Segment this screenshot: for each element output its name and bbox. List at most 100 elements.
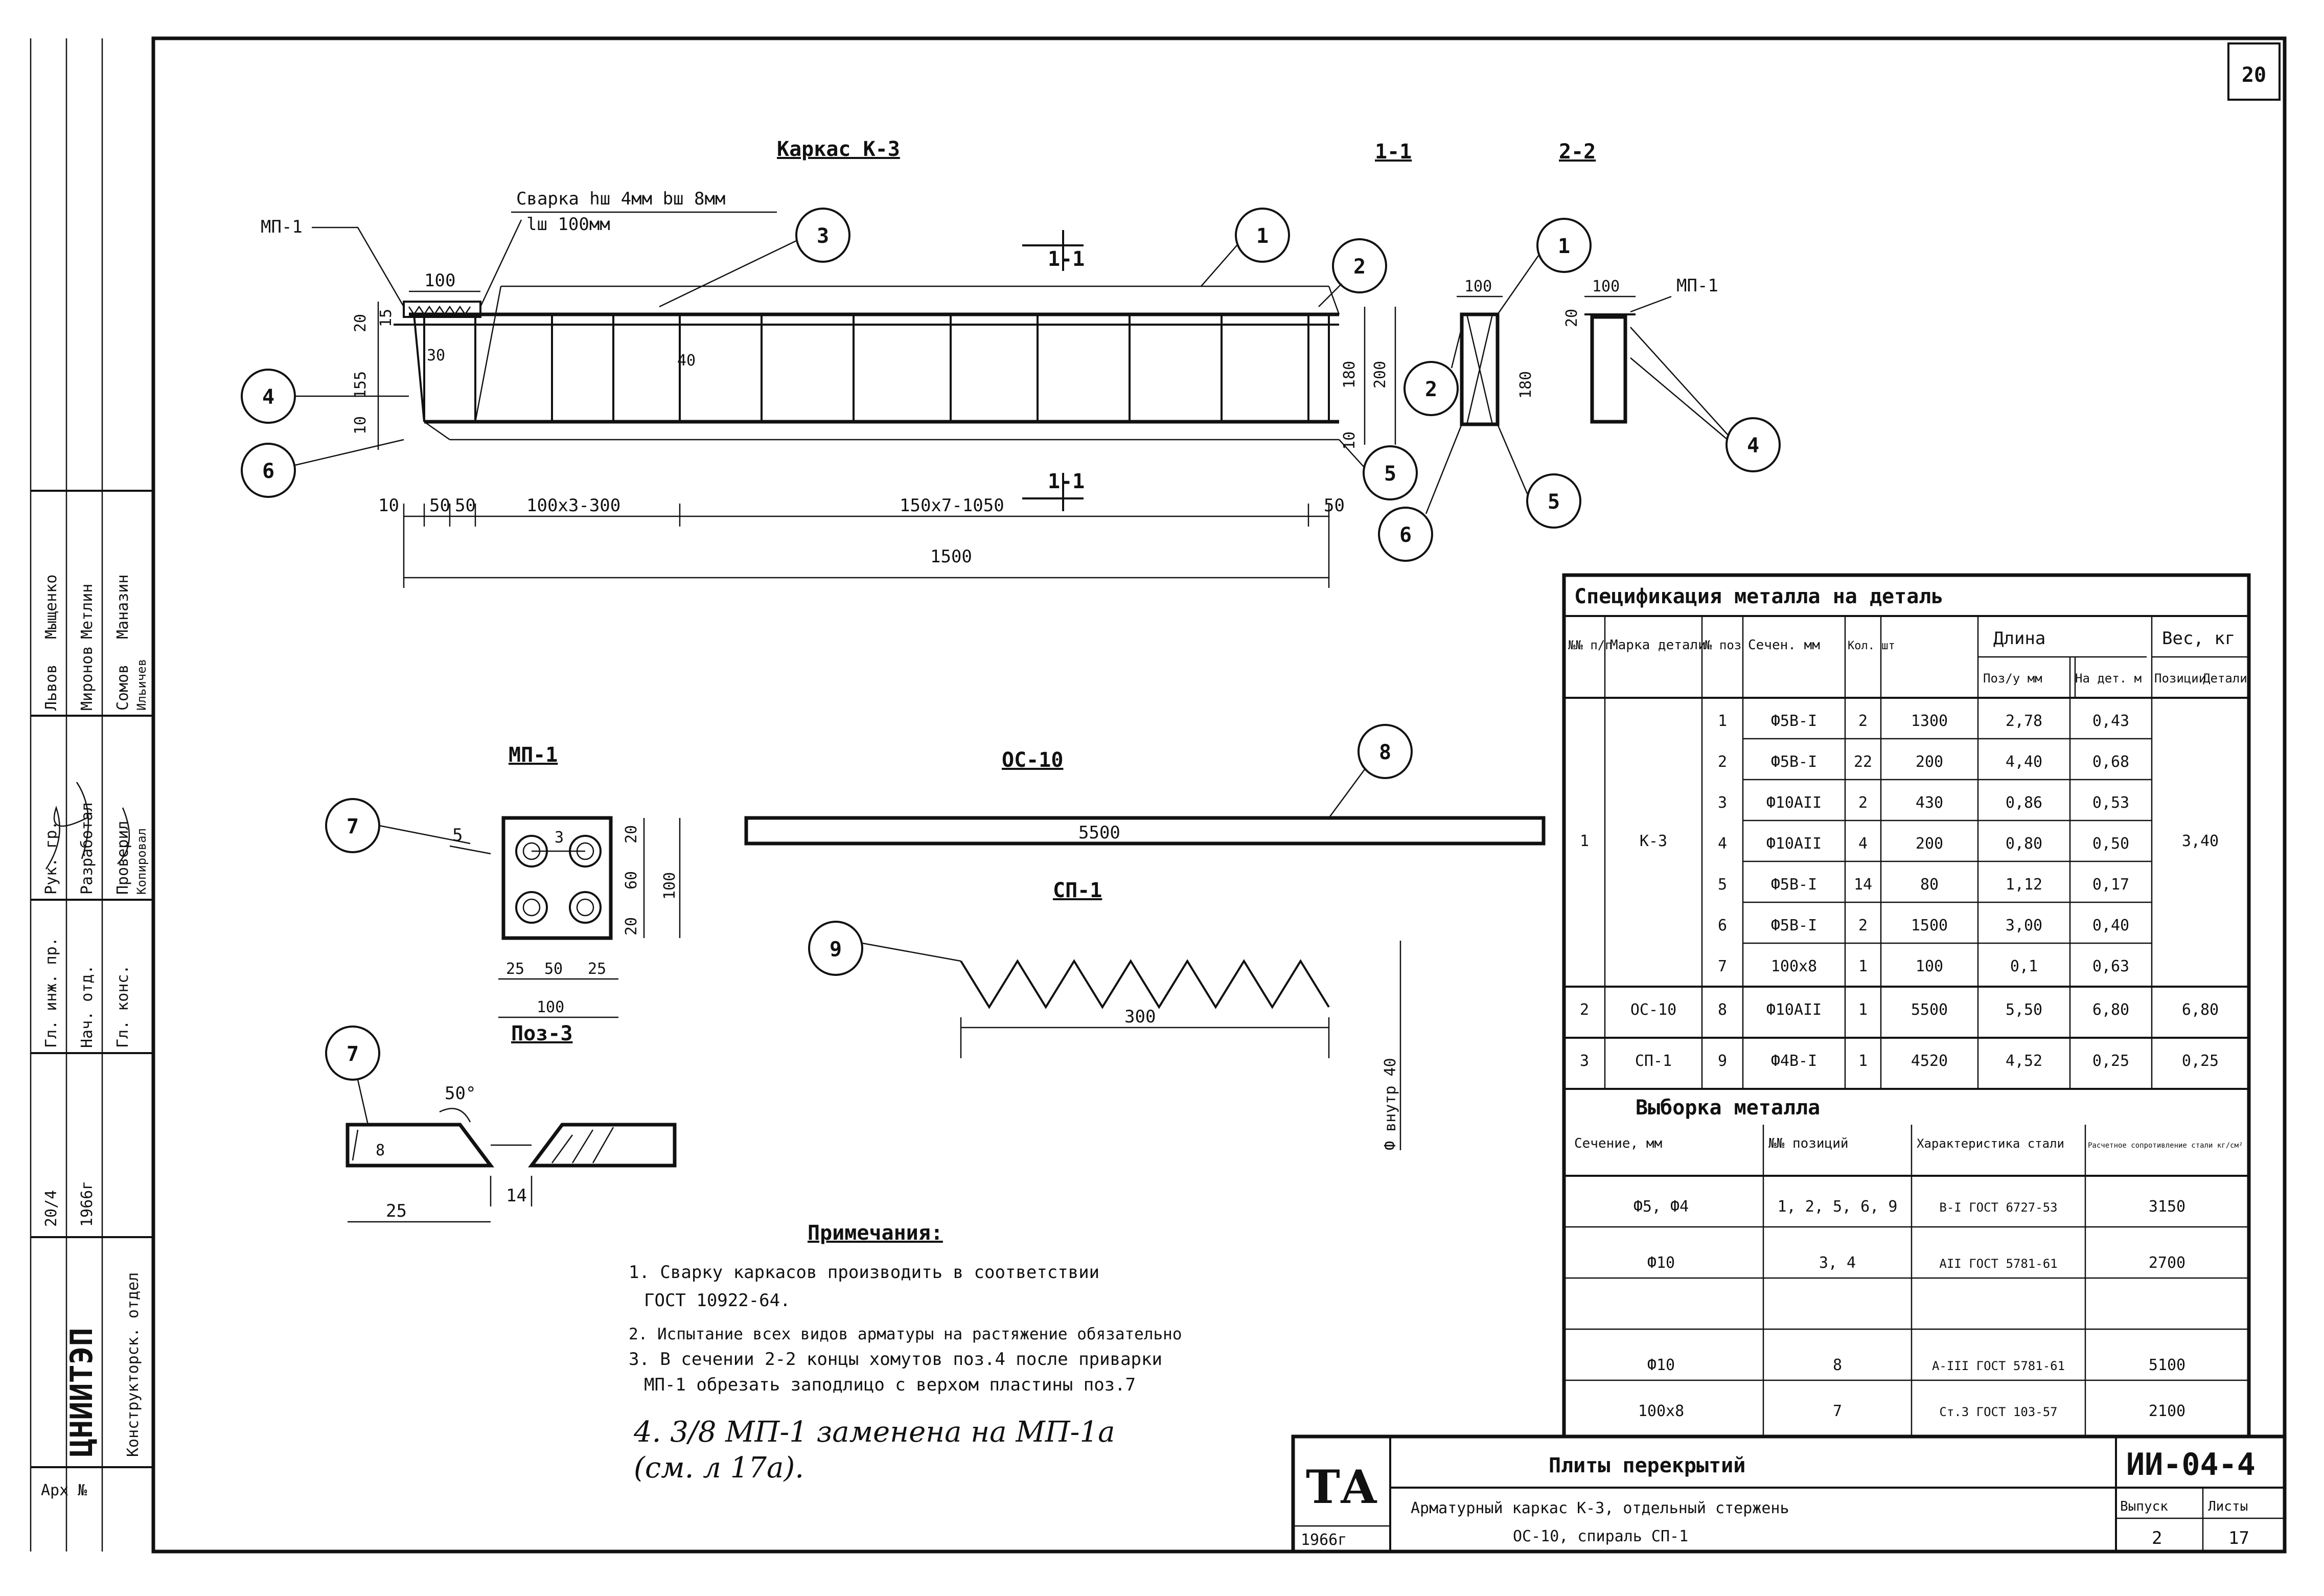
spec-group-num: 2 [1580, 1001, 1589, 1019]
sidebar-name-2: Миронов [78, 646, 96, 711]
callout-s11-6: 6 [1378, 424, 1463, 562]
spec-cell: 5500 [1911, 1001, 1948, 1019]
stamp-year: 1966г [1301, 1531, 1347, 1549]
spec-title: Спецификация металла на деталь [1574, 585, 1943, 608]
spec-cell: Ф10АII [1766, 835, 1822, 853]
stamp-issue-label: Выпуск [2120, 1499, 2168, 1514]
spec-group-num: 1 [1580, 832, 1589, 850]
stamp-subtitle-2: ОС-10, спираль СП-1 [1513, 1527, 1688, 1545]
sidebar-name-6: Метлин [78, 584, 96, 639]
svg-text:20: 20 [1563, 309, 1581, 327]
metal-cell: 7 [1833, 1402, 1842, 1420]
sidebar-org: ЦНИИТЭП [64, 1328, 100, 1457]
sidebar-name-1: Львов [42, 665, 60, 711]
section-22-title: 2-2 [1559, 140, 1596, 164]
spec-h-len-det: На дет. м [2075, 671, 2142, 686]
spec-cell: 4,40 [2006, 753, 2042, 771]
metal-cell: 8 [1833, 1356, 1842, 1374]
plate-inner: 3 [555, 829, 564, 847]
cut-mark-top: 1-1 [1048, 247, 1085, 271]
spec-cell: 1 [1858, 1001, 1868, 1019]
frame-stirrups [423, 314, 1330, 422]
spec-cell: Ф10АII [1766, 794, 1822, 812]
svg-text:9: 9 [830, 938, 842, 961]
rod-title: ОС-10 [1002, 748, 1063, 772]
spec-cell: 0,86 [2006, 794, 2042, 812]
svg-text:6: 6 [262, 460, 274, 483]
callout-frame-1: 1 [1201, 208, 1290, 287]
callout-s22-4: 4 [1630, 327, 1781, 472]
spec-cell: 0,68 [2092, 753, 2129, 771]
spec-group-total: 6,80 [2182, 1001, 2219, 1019]
spec-cell: 4 [1858, 835, 1868, 853]
callout-s11-1: 1 [1497, 218, 1592, 315]
rod-bar [744, 816, 1546, 846]
callout-frame-2: 2 [1318, 238, 1387, 307]
metal-h-2: №№ позиций [1768, 1136, 1849, 1151]
svg-text:8: 8 [1379, 741, 1391, 764]
dim-center-40: 40 [677, 352, 696, 370]
spec-cell: 2 [1858, 917, 1868, 934]
sidebar-role-1: Гл. инж. пр. [42, 937, 60, 1048]
frame-body [394, 285, 1340, 441]
note-handwritten-2: (см. л 17а). [634, 1451, 804, 1485]
spec-group-mark: К-3 [1640, 832, 1667, 850]
spec-h-section: Сечен. мм [1748, 637, 1820, 653]
spec-table [1562, 573, 2251, 1439]
pos3-width: 25 [386, 1201, 407, 1221]
svg-text:5: 5 [1548, 490, 1560, 514]
spec-cell: 3 [1718, 794, 1727, 812]
sidebar-role-3: Гл. конс. [114, 965, 132, 1048]
plate-dim-b1: 25 [506, 960, 524, 978]
cut-mark-bottom: 1-1 [1048, 470, 1085, 493]
spec-cell: 14 [1854, 876, 1872, 894]
spec-cell: 4 [1718, 835, 1727, 853]
note-2: 2. Испытание всех видов арматуры на раст… [629, 1325, 1182, 1343]
metal-cell: 100х8 [1638, 1402, 1684, 1420]
spec-h-pos: № поз [1705, 638, 1741, 652]
spec-cell: 430 [1916, 794, 1943, 812]
metal-cell: Ст.3 ГОСТ 103-57 [1939, 1405, 2057, 1419]
spiral-inner: Ф внутр 40 [1382, 1058, 1399, 1150]
dim-left-15: 15 [377, 309, 395, 327]
sheet-number: 20 [2242, 63, 2266, 87]
weld-note: Сварка hш 4мм bш 8мм [516, 189, 725, 209]
callout-frame-6: 6 [241, 439, 404, 498]
spec-cell: 0,1 [2010, 957, 2038, 975]
dim-right-180: 180 [1341, 361, 1359, 389]
spec-cell: Ф5В-I [1771, 753, 1817, 771]
pos3-thickness: 8 [376, 1142, 385, 1159]
spec-h-mark: Марка детали [1610, 637, 1706, 653]
sidebar: ЦНИИТЭП Конструкторск. отдел Арх № 20/4 … [30, 38, 153, 1552]
spec-cell: 0,63 [2092, 957, 2129, 975]
dim-bottom-1: 10 [378, 495, 399, 516]
pos3-gap: 14 [506, 1185, 527, 1206]
spec-group-mark: СП-1 [1635, 1052, 1672, 1070]
sidebar-name-7: Маназин [114, 575, 132, 639]
dim-left-10: 10 [352, 416, 370, 435]
spec-cell: 5 [1718, 876, 1727, 894]
dim-bottom-4: 100x3-300 [526, 495, 620, 516]
dim-bottom-6: 50 [1324, 495, 1345, 516]
sidebar-name-5: Мыщенко [42, 575, 60, 639]
stamp-org-mark: ТА [1306, 1460, 1377, 1514]
spec-cell: 0,43 [2092, 712, 2129, 730]
callout-pos3-7: 7 [325, 1025, 380, 1125]
spec-cell: 2 [1858, 712, 1868, 730]
spec-cell: 3,00 [2006, 917, 2042, 934]
dim-left-155: 155 [352, 371, 370, 399]
svg-text:5: 5 [1384, 462, 1396, 486]
callout-spiral-9: 9 [808, 921, 961, 976]
spec-cell: 1 [1858, 957, 1868, 975]
spec-cell: 2 [1858, 794, 1868, 812]
signature-mark [45, 782, 130, 870]
sidebar-role-4: Рук. гр. [42, 821, 60, 895]
metal-cell: 1, 2, 5, 6, 9 [1778, 1198, 1898, 1216]
plate-dim-r3: 20 [623, 917, 640, 936]
spec-h-num: №№ п/п [1568, 638, 1613, 652]
svg-text:2: 2 [1353, 255, 1366, 279]
svg-text:6: 6 [1399, 523, 1412, 547]
